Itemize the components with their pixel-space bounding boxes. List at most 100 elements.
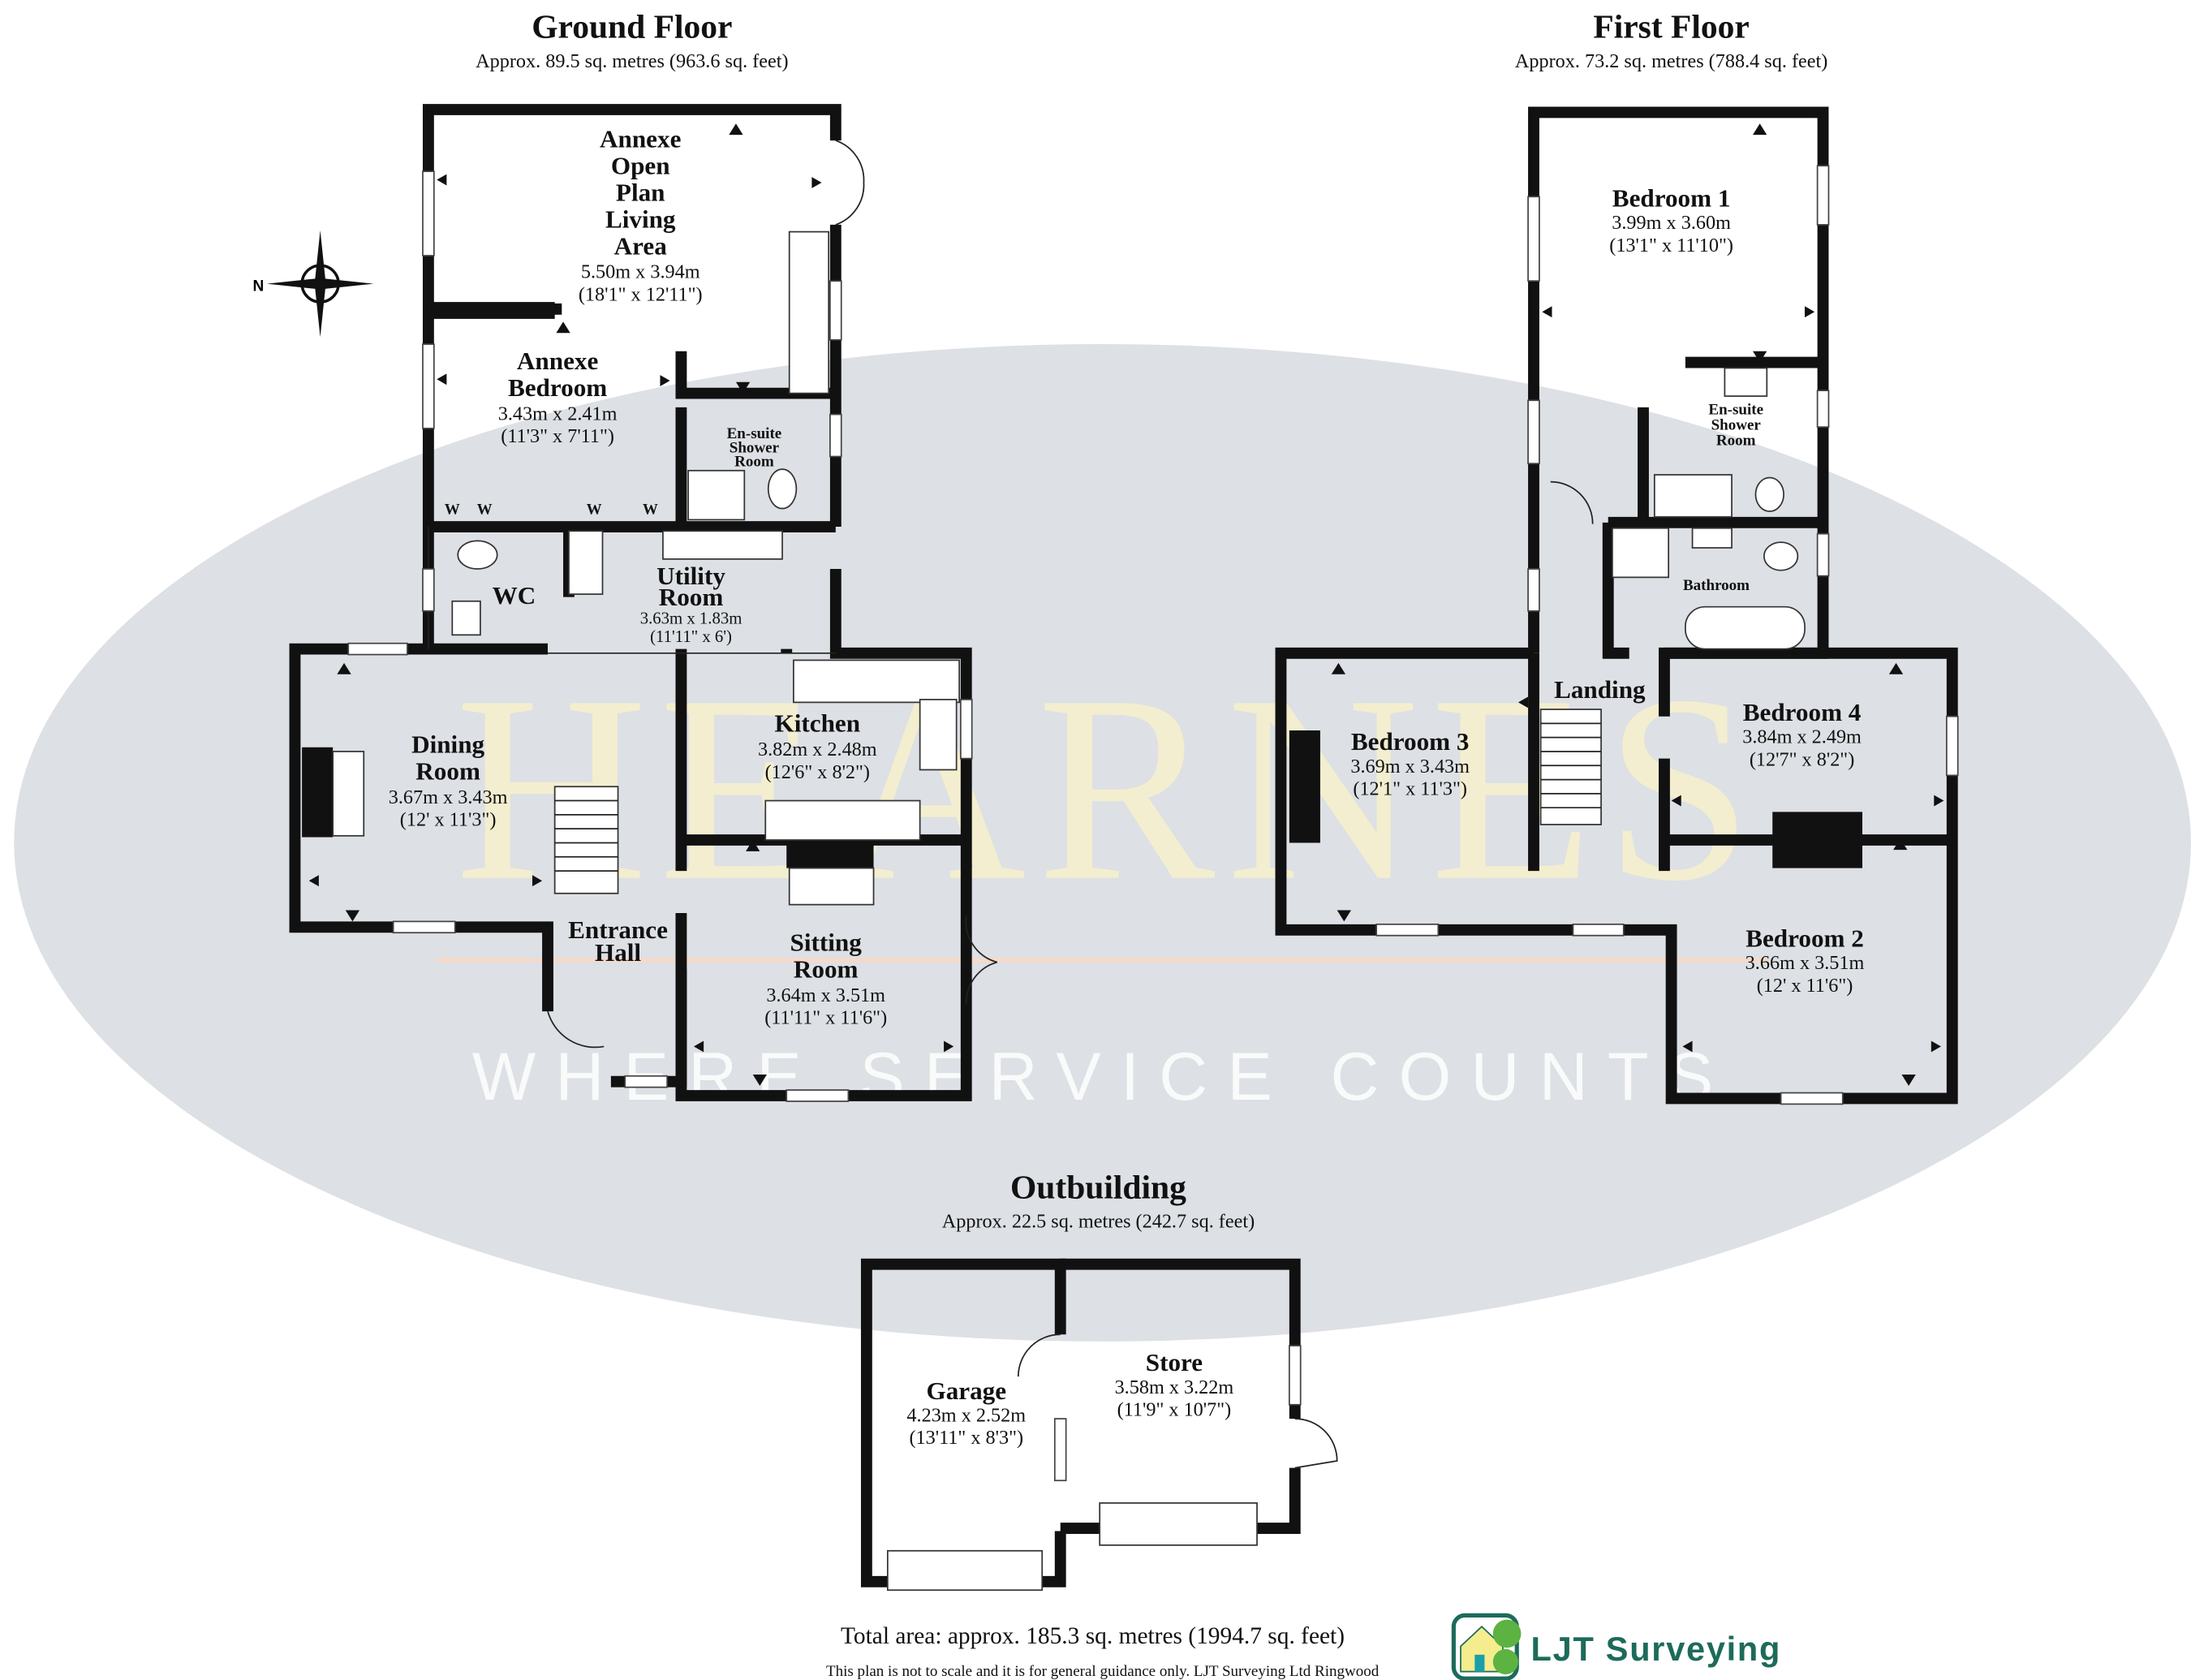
window bbox=[1816, 165, 1830, 226]
room-name: Dining bbox=[411, 730, 484, 759]
window bbox=[1375, 923, 1440, 937]
room-dimensions-imperial: (11'11" x 11'6") bbox=[764, 1007, 887, 1029]
hearth bbox=[788, 867, 875, 906]
front-door-icon bbox=[547, 1010, 605, 1049]
room-name: Annexe bbox=[517, 347, 599, 375]
room-name: Store bbox=[1146, 1348, 1203, 1376]
window bbox=[829, 280, 842, 341]
room-name: Entrance bbox=[568, 915, 668, 944]
window bbox=[1527, 399, 1540, 465]
room-name: Room bbox=[659, 583, 724, 611]
room-dimensions: 3.43m x 2.41m bbox=[498, 403, 618, 424]
room-dimensions: 5.50m x 3.94m bbox=[581, 261, 700, 283]
room-garage: Garage 4.23m x 2.52m (13'11" x 8'3") bbox=[906, 1376, 1026, 1449]
door-icon bbox=[1294, 1418, 1338, 1469]
shower-tray-icon bbox=[687, 469, 746, 521]
door-icon bbox=[1017, 1333, 1061, 1377]
kitchen-sink-icon bbox=[919, 699, 958, 771]
window bbox=[422, 568, 435, 612]
watermark-rule bbox=[435, 958, 1770, 963]
ljt-surveying-logo: LJT Surveying bbox=[1451, 1613, 1782, 1680]
room-dimensions-imperial: (11'11" x 6') bbox=[650, 628, 732, 646]
first-ceiling-arrows bbox=[1331, 123, 1944, 1086]
ceiling-arrows bbox=[308, 123, 954, 1086]
room-first-ensuite: En-suite Shower Room bbox=[1708, 402, 1763, 450]
room-name: Annexe bbox=[600, 125, 682, 153]
door-icon bbox=[1550, 480, 1594, 524]
room-dimensions: 3.58m x 3.22m bbox=[1115, 1376, 1234, 1398]
room-name: Kitchen bbox=[775, 709, 861, 738]
garage-door bbox=[886, 1549, 1044, 1592]
window bbox=[1053, 1418, 1067, 1482]
watermark-ellipse bbox=[14, 344, 2191, 1342]
room-dimensions: 3.69m x 3.43m bbox=[1350, 756, 1470, 778]
window bbox=[959, 699, 973, 760]
room-name: Room bbox=[415, 757, 480, 786]
room-bedroom-4: Bedroom 4 3.84m x 2.49m (12'7" x 8'2") bbox=[1742, 698, 1862, 770]
room-name: Sitting bbox=[790, 928, 863, 957]
room-annexe-bedroom: Annexe Bedroom 3.43m x 2.41m (11'3" x 7'… bbox=[498, 347, 618, 447]
french-door-icon bbox=[965, 915, 998, 1005]
window bbox=[1945, 715, 1959, 777]
room-name: Room bbox=[1716, 433, 1756, 450]
sink-icon bbox=[568, 530, 604, 595]
room-name: Room bbox=[734, 454, 774, 471]
ground-floor-title: Ground Floor bbox=[532, 8, 732, 45]
room-name: Bedroom 4 bbox=[1743, 698, 1862, 726]
wardrobe-label: W bbox=[477, 501, 493, 518]
shower-tray-icon bbox=[1612, 527, 1670, 579]
wardrobe-label: W bbox=[587, 501, 602, 518]
window bbox=[347, 642, 408, 656]
room-name: Hall bbox=[595, 938, 641, 967]
basin-icon bbox=[1691, 527, 1733, 549]
window bbox=[422, 170, 435, 256]
french-door-icon bbox=[835, 140, 865, 226]
room-ground-ensuite: En-suite Shower Room bbox=[727, 425, 782, 471]
room-name: Bedroom 3 bbox=[1351, 727, 1470, 756]
window bbox=[624, 1075, 668, 1088]
room-annexe-living: Annexe Open Plan Living Area 5.50m x 3.9… bbox=[579, 125, 703, 306]
logo-text: LJT Surveying bbox=[1531, 1630, 1782, 1668]
room-dimensions-imperial: (12'1" x 11'3") bbox=[1353, 778, 1467, 800]
room-dimensions: 3.63m x 1.83m bbox=[640, 610, 743, 627]
window bbox=[422, 343, 435, 429]
room-wc: WC bbox=[493, 581, 536, 610]
fireplace-hearth bbox=[332, 751, 365, 837]
total-area: Total area: approx. 185.3 sq. metres (19… bbox=[841, 1623, 1345, 1649]
bath-icon bbox=[1685, 605, 1806, 650]
room-name: Utility bbox=[656, 562, 725, 590]
room-name: En-suite bbox=[727, 425, 782, 442]
staircase-icon bbox=[553, 786, 619, 894]
room-store: Store 3.58m x 3.22m (11'9" x 10'7") bbox=[1115, 1348, 1234, 1420]
room-dimensions-imperial: (13'11" x 8'3") bbox=[909, 1427, 1023, 1449]
outbuilding-area: Approx. 22.5 sq. metres (242.7 sq. feet) bbox=[942, 1211, 1255, 1233]
room-name: Bedroom bbox=[508, 373, 607, 402]
room-bathroom: Bathroom bbox=[1683, 577, 1750, 594]
room-dimensions: 3.67m x 3.43m bbox=[389, 786, 508, 808]
room-name: Bedroom 1 bbox=[1612, 183, 1731, 212]
room-name: Shower bbox=[1711, 417, 1762, 434]
room-kitchen: Kitchen 3.82m x 2.48m (12'6" x 8'2") bbox=[758, 709, 877, 783]
window bbox=[1527, 568, 1540, 612]
room-dimensions-imperial: (12' x 11'3") bbox=[400, 809, 497, 831]
room-dimensions-imperial: (11'3" x 7'11") bbox=[501, 425, 614, 447]
toilet-icon bbox=[457, 540, 498, 570]
kitchen-worktop bbox=[764, 799, 921, 841]
room-name: Room bbox=[794, 955, 859, 984]
kitchen-worktop bbox=[793, 659, 960, 704]
wardrobes: W W W W bbox=[445, 501, 658, 518]
room-name: En-suite bbox=[1708, 402, 1763, 419]
first-floor-title: First Floor bbox=[1593, 8, 1750, 45]
room-bedroom-1: Bedroom 1 3.99m x 3.60m (13'1" x 11'10") bbox=[1609, 183, 1733, 256]
room-dimensions: 3.66m x 3.51m bbox=[1745, 952, 1865, 974]
outbuilding-title: Outbuilding bbox=[1010, 1168, 1186, 1205]
room-dimensions-imperial: (11'9" x 10'7") bbox=[1117, 1399, 1232, 1421]
disclaimer: This plan is not to scale and it is for … bbox=[826, 1663, 1380, 1680]
first-floor-area: Approx. 73.2 sq. metres (788.4 sq. feet) bbox=[1515, 50, 1827, 72]
window bbox=[1288, 1345, 1302, 1406]
room-dimensions: 3.84m x 2.49m bbox=[1742, 726, 1862, 748]
compass-north-label: N bbox=[253, 278, 265, 295]
toilet-icon bbox=[767, 468, 798, 510]
